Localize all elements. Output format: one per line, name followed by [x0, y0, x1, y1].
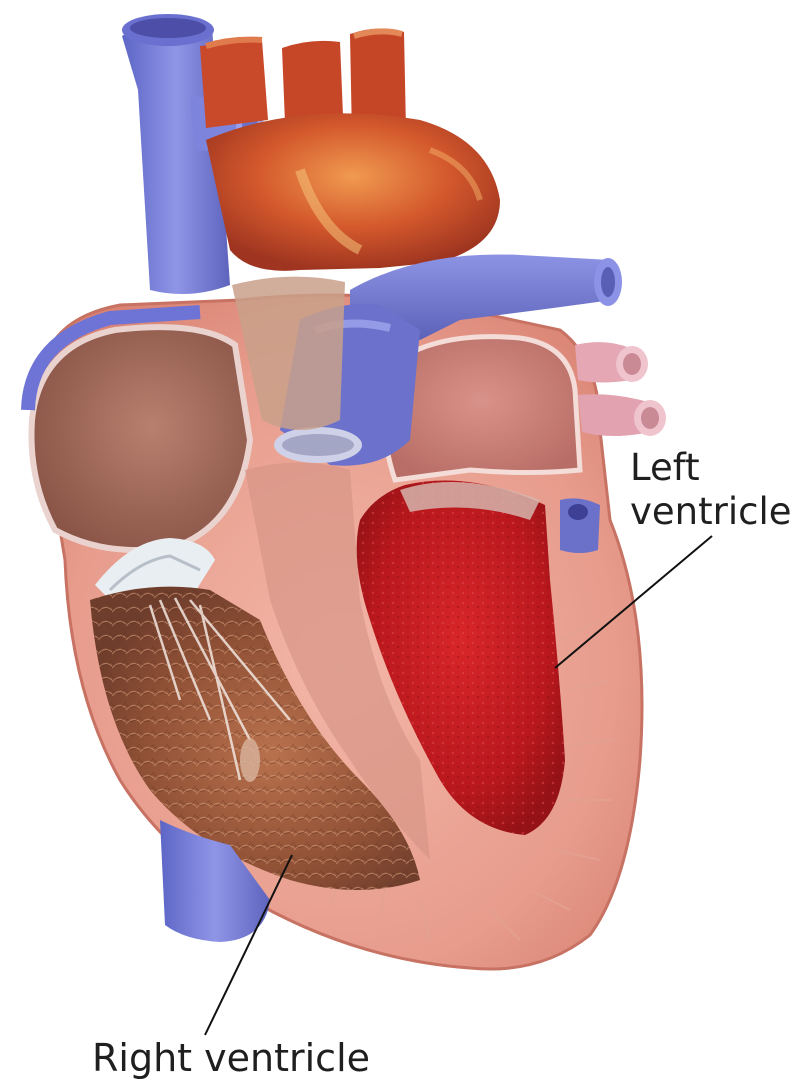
- left-ventricle-label-line1: Left: [630, 446, 792, 490]
- right-atrium: [28, 312, 250, 550]
- left-ventricle-label: Left ventricle: [630, 446, 792, 533]
- aortic-arch: [206, 113, 500, 271]
- left-ventricle-label-line2: ventricle: [630, 490, 792, 534]
- right-ventricle-label: Right ventricle: [92, 1036, 370, 1081]
